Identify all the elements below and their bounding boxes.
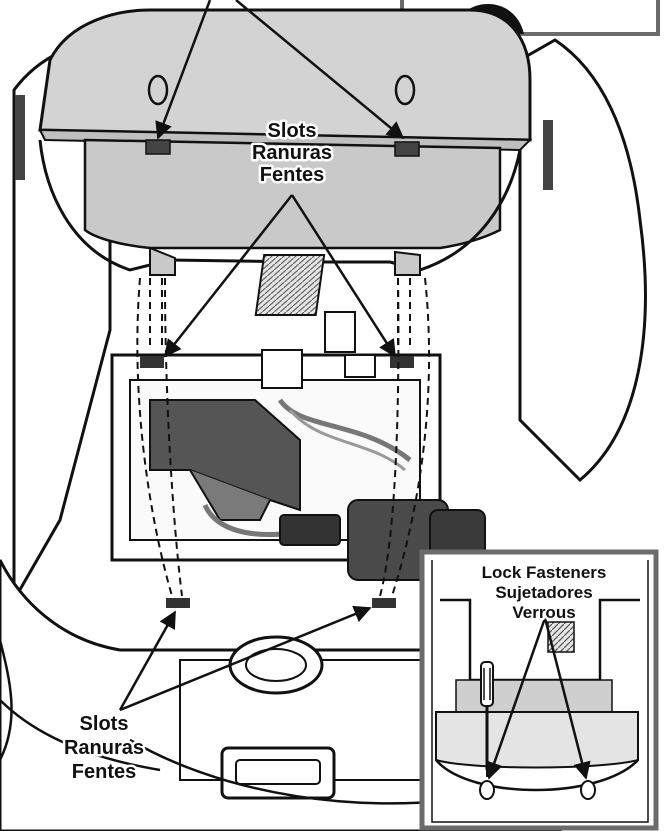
screwdriver-icon: [480, 661, 494, 790]
hood-shell: [38, 8, 533, 276]
compartment-slots: [140, 356, 414, 608]
lock-fasteners-label: Lock Fasteners: [482, 563, 607, 582]
alignment-guides: [136, 277, 431, 597]
verrous-label: Verrous: [512, 603, 575, 622]
inset-panel: Lock Fasteners Sujetadores Verrous: [419, 549, 659, 831]
ranuras-label-bottom: Ranuras: [64, 737, 144, 759]
slots-label-top: Slots: [268, 120, 317, 142]
slots-label-bottom: Slots: [80, 713, 129, 735]
lock-fastener-right: [580, 780, 596, 800]
sujetadores-label: Sujetadores: [495, 583, 592, 602]
fentes-label-bottom: Fentes: [72, 761, 136, 783]
ranuras-label-top: Ranuras: [252, 142, 332, 164]
lock-fastener-left: [479, 780, 495, 800]
battery-compartment: [110, 254, 486, 581]
fentes-label-top: Fentes: [260, 164, 324, 186]
callout-arrows: [118, 0, 405, 712]
